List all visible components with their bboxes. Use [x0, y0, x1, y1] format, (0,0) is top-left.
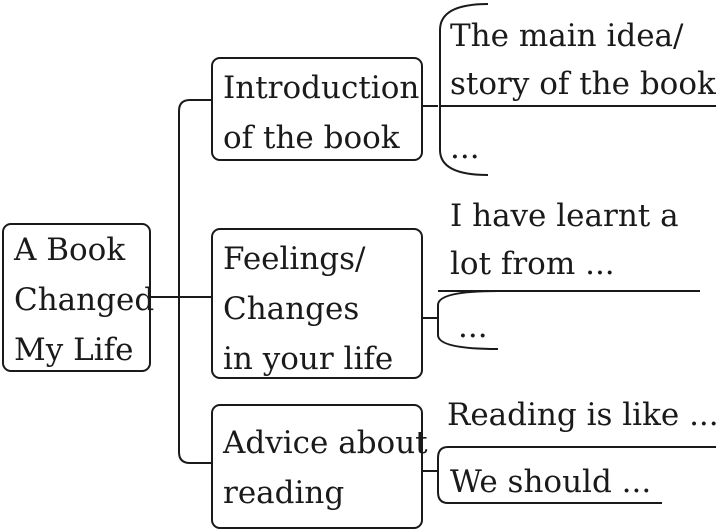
branch-line: reading [223, 475, 345, 511]
leaf-ellipsis: ... [450, 124, 480, 172]
leaf-learnt: I have learnt a lot from ... [450, 192, 679, 288]
leaf-line: Reading is like ... [447, 397, 719, 433]
leaf-main-idea: The main idea/ story of the book [450, 12, 716, 108]
leaf-line: I have learnt a [450, 198, 679, 234]
leaf-line: ... [458, 309, 488, 345]
leaf-reading-is-like: Reading is like ... [447, 391, 719, 439]
leaf-line: story of the book [450, 66, 716, 102]
branch-line: in your life [223, 341, 394, 377]
leaf-we-should: We should ... [450, 458, 651, 506]
root-line: Changed [14, 282, 155, 318]
branch-line: Advice about [223, 425, 428, 461]
branch-line: Changes [223, 291, 360, 327]
leaf-line: lot from ... [450, 246, 615, 282]
root-line: My Life [14, 332, 134, 368]
branch-advice: Advice about reading [211, 404, 428, 529]
branch-line: Feelings/ [223, 241, 366, 277]
leaf-line: The main idea/ [450, 18, 684, 54]
leaf-ellipsis: ... [458, 303, 488, 351]
branch-line: Introduction [223, 70, 420, 106]
branch-introduction: Introduction of the book [211, 57, 423, 161]
root-line: A Book [14, 232, 126, 268]
leaf-line: ... [450, 130, 480, 166]
leaf-line: We should ... [450, 464, 652, 500]
root-node: A Book Changed My Life [2, 223, 155, 372]
branch-line: of the book [223, 120, 400, 156]
branch-feelings: Feelings/ Changes in your life [211, 228, 423, 379]
